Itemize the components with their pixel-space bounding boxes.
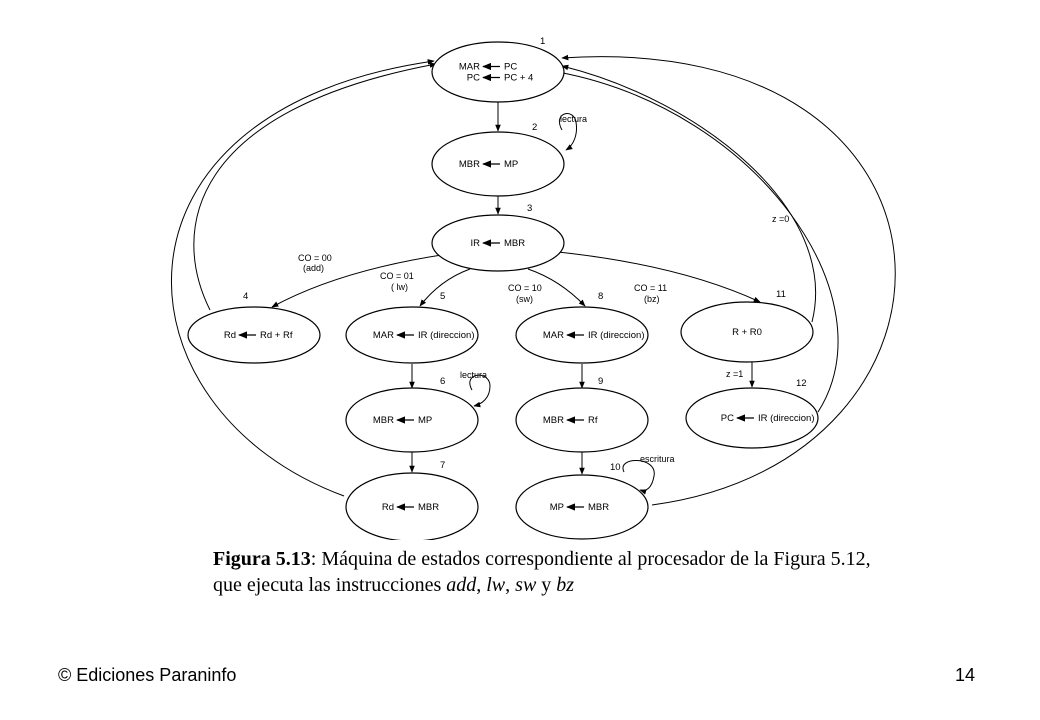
edge-3-4 bbox=[271, 253, 449, 308]
state-destination: MAR bbox=[459, 62, 480, 73]
state-number: 6 bbox=[440, 376, 445, 387]
caption-sep: , bbox=[505, 574, 516, 596]
caption-sep: y bbox=[536, 574, 557, 596]
state-number: 2 bbox=[532, 122, 537, 133]
state-number: 11 bbox=[776, 289, 786, 300]
state-number: 10 bbox=[610, 462, 621, 473]
transitions bbox=[170, 54, 896, 506]
label-lectura-2: lectura bbox=[560, 114, 587, 124]
state-destination: MP bbox=[550, 502, 564, 513]
edge-2-self bbox=[559, 113, 577, 151]
state-destination: Rd bbox=[224, 330, 236, 341]
state-destination: IR bbox=[471, 238, 481, 249]
page-number: 14 bbox=[955, 665, 976, 685]
state-number: 12 bbox=[796, 378, 807, 389]
edge-10-self bbox=[622, 460, 655, 495]
label-co00: CO = 00 bbox=[298, 253, 332, 263]
caption-sep: , bbox=[476, 574, 487, 596]
label-z0: z =0 bbox=[772, 214, 789, 224]
state-source: MBR bbox=[588, 502, 609, 513]
label-add: (add) bbox=[303, 263, 324, 273]
state-source: IR (direccion) bbox=[758, 413, 815, 424]
label-co11: CO = 11 bbox=[634, 283, 667, 293]
state-4: 4Rd Rd + Rf bbox=[187, 291, 321, 364]
state-source: MP bbox=[504, 159, 518, 170]
state-number: 1 bbox=[540, 36, 545, 47]
label-co01: CO = 01 bbox=[380, 271, 414, 281]
state-source: MP bbox=[418, 415, 432, 426]
state-source: R + R0 bbox=[732, 327, 762, 338]
edge-3-5 bbox=[419, 268, 471, 307]
state-destination: PC bbox=[721, 413, 734, 424]
instr-lw: lw bbox=[486, 574, 506, 596]
edge-6-self bbox=[469, 374, 491, 408]
edge-3-8 bbox=[527, 268, 586, 307]
caption-text: : Máquina de estados correspondiente al … bbox=[213, 548, 871, 596]
state-ellipse bbox=[431, 41, 565, 103]
edge-11-1 bbox=[561, 64, 817, 323]
instr-bz: bz bbox=[556, 574, 575, 596]
state-destination: MBR bbox=[373, 415, 394, 426]
publisher-credit: © Ediciones Paraninfo bbox=[58, 665, 237, 685]
state-number: 3 bbox=[527, 203, 532, 214]
figure-caption: Figura 5.13: Máquina de estados correspo… bbox=[213, 546, 873, 598]
state-number: 8 bbox=[598, 291, 603, 302]
edge-4-1 bbox=[193, 62, 437, 311]
state-7: 7Rd MBR bbox=[345, 460, 479, 540]
state-destination: MAR bbox=[543, 330, 564, 341]
state-number: 5 bbox=[440, 291, 445, 302]
state-destination: PC bbox=[467, 73, 480, 84]
state-destination: MBR bbox=[459, 159, 480, 170]
label-co10: CO = 10 bbox=[508, 283, 542, 293]
label-lectura-6: lectura bbox=[460, 370, 487, 380]
label-lw: ( lw) bbox=[391, 282, 408, 292]
state-source: MBR bbox=[504, 238, 525, 249]
state-3: 3IR MBR bbox=[431, 203, 565, 272]
transition-labels: lectura lectura escritura CO = 00 (add) … bbox=[298, 114, 789, 464]
instr-sw: sw bbox=[515, 574, 537, 596]
state-source: IR (direccion) bbox=[588, 330, 645, 341]
state-destination: Rd bbox=[382, 502, 394, 513]
edge-7-1 bbox=[170, 59, 435, 497]
state-source: Rf bbox=[588, 415, 598, 426]
state-destination: MAR bbox=[373, 330, 394, 341]
state-number: 9 bbox=[598, 376, 603, 387]
label-z1: z =1 bbox=[726, 369, 743, 379]
state-11: 11 R + R0 bbox=[680, 289, 814, 363]
edge-3-11 bbox=[557, 251, 761, 303]
label-sw: (sw) bbox=[516, 294, 533, 304]
state-source: PC + 4 bbox=[504, 73, 533, 84]
state-source: MBR bbox=[418, 502, 439, 513]
label-bz: (bz) bbox=[644, 294, 660, 304]
instr-add: add bbox=[446, 574, 477, 596]
state-destination: MBR bbox=[543, 415, 564, 426]
state-source: PC bbox=[504, 62, 517, 73]
state-number: 4 bbox=[243, 291, 248, 302]
state-ellipse bbox=[680, 301, 814, 363]
state-number: 7 bbox=[440, 460, 445, 471]
label-escritura-10: escritura bbox=[640, 454, 675, 464]
figure-label: Figura 5.13 bbox=[213, 548, 311, 570]
state-machine-diagram: lectura lectura escritura CO = 00 (add) … bbox=[170, 36, 896, 540]
edge-10-1 bbox=[561, 54, 896, 506]
state-source: IR (direccion) bbox=[418, 330, 475, 341]
edge-12-1 bbox=[557, 70, 839, 413]
state-source: Rd + Rf bbox=[260, 330, 293, 341]
